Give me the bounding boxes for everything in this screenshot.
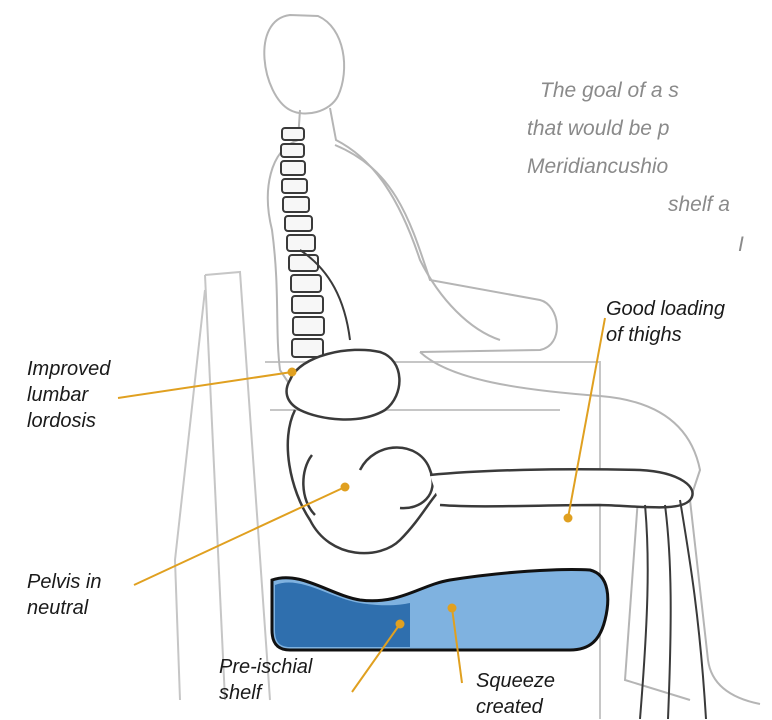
label-line: Improved — [27, 356, 110, 382]
label-line: lumbar — [27, 382, 110, 408]
quote-line-5: I — [738, 226, 744, 264]
spine — [281, 128, 350, 357]
lower-leg-bones — [640, 500, 706, 719]
label-line: lordosis — [27, 408, 110, 434]
quote-line-1: The goal of a s — [540, 72, 679, 110]
cushion — [272, 569, 608, 650]
label-improved-lumbar-lordosis: Improved lumbar lordosis — [27, 356, 110, 434]
quote-line-4: shelf a — [668, 186, 730, 224]
label-squeeze-created: Squeeze created — [476, 668, 555, 720]
label-pelvis-in-neutral: Pelvis in neutral — [27, 569, 101, 621]
label-line: neutral — [27, 595, 101, 621]
label-line: Good loading — [606, 296, 725, 322]
pelvis-and-femur — [287, 350, 693, 553]
label-line: Pelvis in — [27, 569, 101, 595]
label-line: created — [476, 694, 555, 720]
quote-line-2: that would be p — [527, 110, 669, 148]
label-line: of thighs — [606, 322, 725, 348]
label-line: Squeeze — [476, 668, 555, 694]
quote-line-3: Meridiancushio — [527, 148, 668, 186]
label-line: Pre-ischial — [219, 654, 312, 680]
label-good-loading-of-thighs: Good loading of thighs — [606, 296, 725, 348]
label-line: shelf — [219, 680, 312, 706]
label-pre-ischial-shelf: Pre-ischial shelf — [219, 654, 312, 706]
